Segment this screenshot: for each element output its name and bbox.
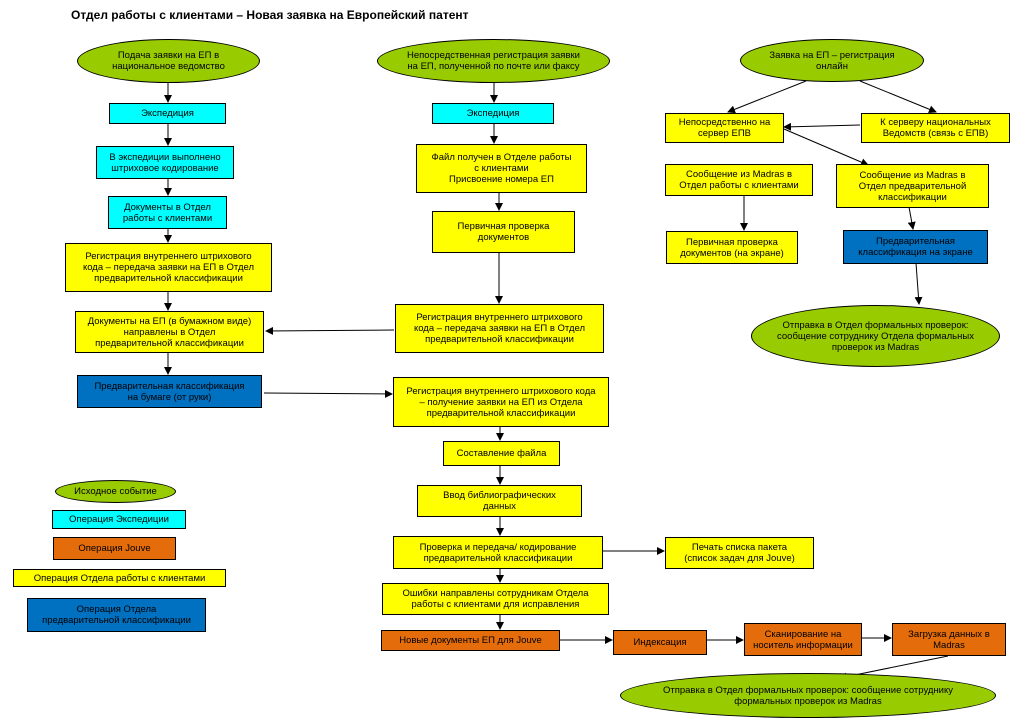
errors-sent-box: Ошибки направлены сотрудникам Отдела раб… [382,583,609,615]
receive-from-prelim-dept-box: Регистрация внутреннего штрихового кода … [393,377,609,427]
paper-documents-sent-box: Документы на ЕП (в бумажном виде) направ… [75,311,264,353]
register-barcode-middle-box: Регистрация внутреннего штрихового кода … [395,304,604,353]
bibliographic-data-entry-box: Ввод библиографических данных [417,485,582,517]
arrow-r2-r5 [783,128,869,166]
madras-to-client-dept-box: Сообщение из Madras в Отдел работы с кли… [665,164,813,196]
madras-to-prelim-dept-box: Сообщение из Madras в Отдел предваритель… [836,164,989,208]
print-package-list-box: Печать списка пакета (список задач для J… [665,537,814,569]
legend-prelim-class: Операция Отдела предварительной классифи… [27,598,206,632]
arrow-r3-r4 [783,122,861,131]
arrow-n7-m6 [263,389,393,398]
documents-to-client-dept-box: Документы в Отдел работы с клиентами [108,196,227,229]
start-event-mail-fax: Непосредственная регистрация заявки на Е… [377,39,610,83]
start-event-national-office: Подача заявки на ЕП в национальное ведом… [77,39,260,83]
legend-expedition: Операция Экспедиции [52,510,186,529]
new-documents-for-jouve-box: Новые документы ЕП для Jouve [381,630,560,651]
on-screen-prelim-classification-box: Предварительная классификация на экране [843,230,988,264]
arrow-r1-r3 [859,80,937,114]
paper-prelim-classification-box: Предварительная классификация на бумаге … [77,375,262,408]
direct-to-epo-server-box: Непосредственно на сервер ЕПВ [665,113,784,143]
arrow-m5-n6 [265,326,395,335]
arrow-r5-r7 [907,206,916,230]
compose-file-box: Составление файла [443,441,560,466]
expedition-barcoding-box: В экспедиции выполнено штриховое кодиров… [96,146,234,179]
upload-to-madras-box: Загрузка данных в Madras [892,623,1006,656]
register-barcode-left-box: Регистрация внутреннего штрихового кода … [65,243,272,292]
legend-client-dept: Операция Отдела работы с клиентами [13,569,226,587]
expedition-box-left: Экспедиция [109,103,226,124]
scanning-box: Сканирование на носитель информации [744,623,862,656]
start-event-online-filing: Заявка на ЕП – регистрация онлайн [740,39,924,82]
file-received-box: Файл получен в Отделе работы с клиентами… [416,144,587,193]
national-offices-server-box: К серверу национальных Ведомств (связь с… [861,113,1010,143]
legend-jouve: Операция Jouve [53,537,176,560]
indexing-box: Индексация [613,630,707,655]
diagram-title: Отдел работы с клиентами – Новая заявка … [71,8,469,22]
arrow-r1-r2 [727,80,807,114]
on-screen-document-check-box: Первичная проверка документов (на экране… [666,231,798,264]
send-to-formalities-right: Отправка в Отдел формальных проверок: со… [751,305,1000,367]
legend-event: Исходное событие [55,480,176,503]
expedition-box-middle: Экспедиция [432,103,554,124]
send-to-formalities-bottom: Отправка в Отдел формальных проверок: со… [620,673,996,718]
initial-document-check-box: Первичная проверка документов [432,211,575,253]
arrow-r7-r8 [914,262,923,305]
check-transfer-coding-box: Проверка и передача/ кодирование предвар… [393,536,603,569]
